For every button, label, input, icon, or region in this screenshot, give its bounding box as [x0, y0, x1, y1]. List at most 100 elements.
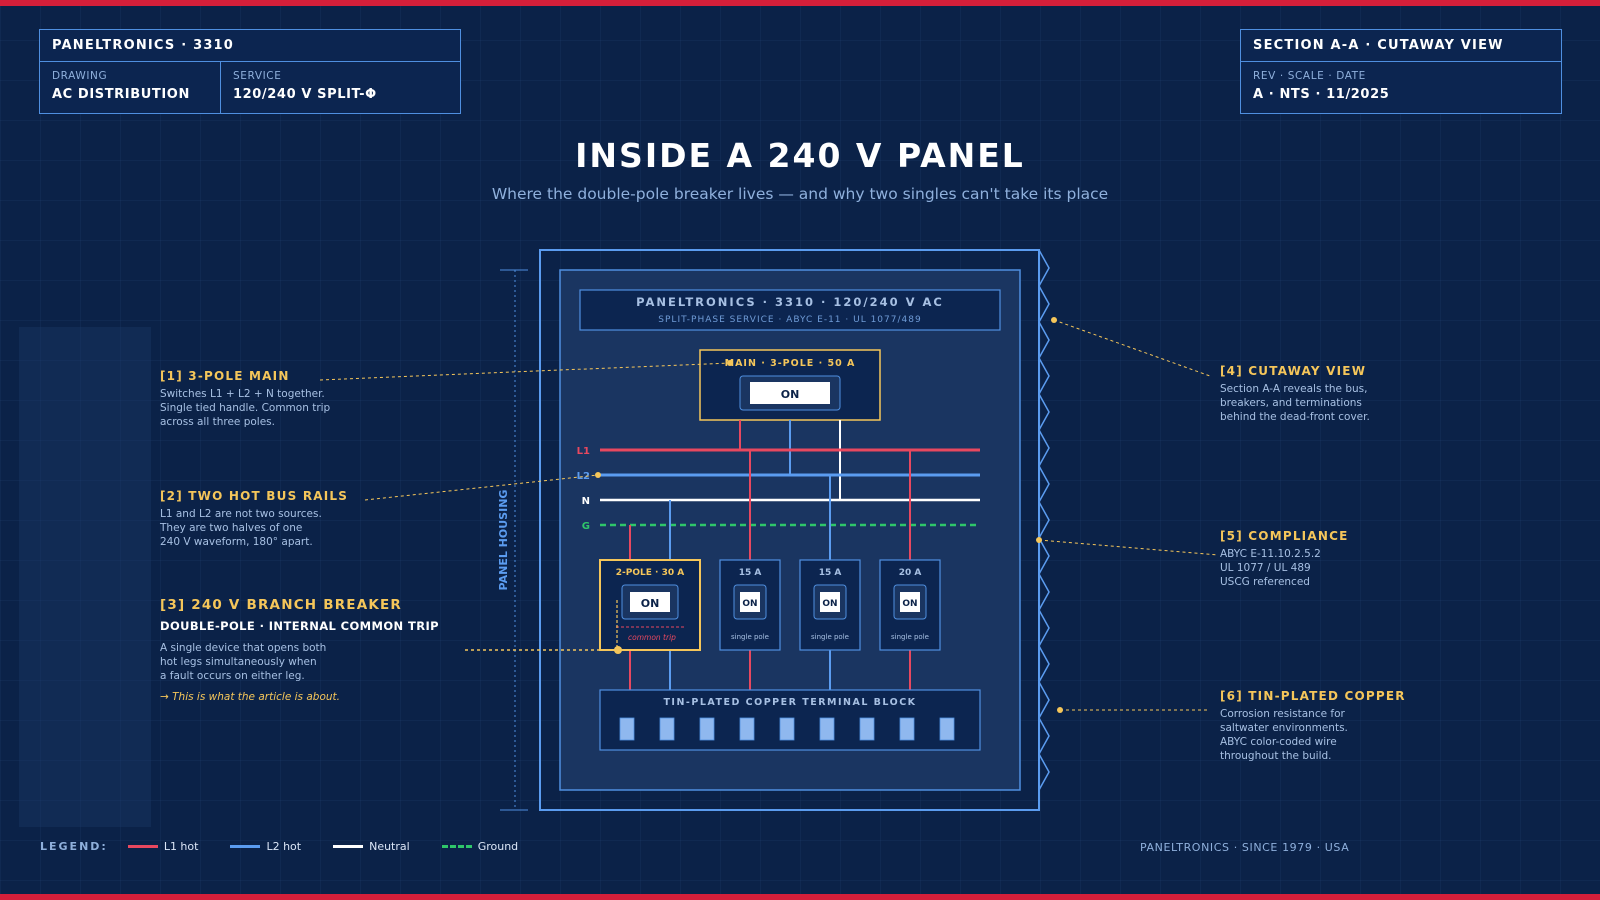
terminal-lug — [619, 717, 635, 741]
callout-5-body: ABYC E-11.10.2.5.2 UL 1077 / UL 489 USCG… — [1220, 547, 1349, 589]
panel-housing-label: PANEL HOUSING — [497, 490, 510, 591]
callout-4-body: Section A-A reveals the bus, breakers, a… — [1220, 382, 1370, 424]
branch-breaker-4[interactable]: 20 A ON single pole — [879, 559, 941, 651]
callout-1-line: Single tied handle. Common trip — [160, 402, 331, 414]
callout-compliance: [5] COMPLIANCE ABYC E-11.10.2.5.2 UL 107… — [1220, 529, 1349, 589]
leader-dots — [595, 317, 1063, 713]
branch-breaker-4-handle[interactable] — [900, 592, 920, 612]
branch-breaker-3-rating: 15 A — [819, 568, 842, 578]
drawing-cell: DRAWING AC DISTRIBUTION — [40, 62, 220, 113]
callout-3-title: [3] 240 V BRANCH BREAKER — [160, 597, 403, 613]
callout-6-line: throughout the build. — [1220, 750, 1332, 762]
callout-1-body: Switches L1 + L2 + N together. Single ti… — [160, 387, 330, 429]
callout-1-line: Switches L1 + L2 + N together. — [160, 388, 325, 400]
title-block-right-title: SECTION A-A · CUTAWAY VIEW — [1241, 30, 1561, 62]
main-breaker-handle[interactable] — [750, 382, 830, 404]
callout-1-title: [1] 3-POLE MAIN — [160, 369, 290, 383]
branch-breaker-2-handle[interactable] — [740, 592, 760, 612]
callout-6-title: [6] TIN-PLATED COPPER — [1220, 689, 1406, 703]
branch-breaker-3-handle[interactable] — [820, 592, 840, 612]
branch-breaker-2pole-note: common trip — [628, 633, 676, 642]
title-block-left-title: PANELTRONICS · 3310 — [40, 30, 460, 62]
terminal-lug — [819, 717, 835, 741]
leader-dot — [595, 472, 601, 478]
callout-2-line: 240 V waveform, 180° apart. — [160, 536, 313, 548]
service-value: 120/240 V SPLIT-Φ — [233, 87, 377, 102]
callout-2-title: [2] TWO HOT BUS RAILS — [160, 489, 349, 503]
callout-2-line: L1 and L2 are not two sources. — [160, 508, 322, 520]
branch-breaker-2pole-handle[interactable] — [630, 592, 670, 612]
drawing-label: DRAWING — [52, 70, 108, 82]
callout-3-line: A single device that opens both — [160, 642, 327, 654]
legend-text-ground: Ground — [477, 840, 519, 853]
rail-label-g: G — [582, 521, 590, 532]
terminal-lug — [739, 717, 755, 741]
callout-5-line: ABYC E-11.10.2.5.2 — [1220, 548, 1321, 560]
page-title: INSIDE A 240 V PANEL — [575, 136, 1025, 175]
terminal-lug — [899, 717, 915, 741]
rail-label-l1: L1 — [577, 446, 590, 457]
callout-tin-plated-copper: [6] TIN-PLATED COPPER Corrosion resistan… — [1220, 689, 1406, 763]
leader-lines — [319, 319, 1219, 711]
callout-3-subtitle: DOUBLE-POLE · INTERNAL COMMON TRIP — [160, 619, 439, 633]
callout-3-note: → This is what the article is about. — [160, 691, 340, 703]
terminal-block-label: TIN-PLATED COPPER TERMINAL BLOCK — [663, 697, 916, 708]
title-block-right: SECTION A-A · CUTAWAY VIEW REV · SCALE ·… — [1240, 29, 1562, 114]
callout-6-line: ABYC color-coded wire — [1220, 736, 1337, 748]
legend-item-l1: L1 hot — [127, 840, 199, 853]
branch-breaker-4-note: single pole — [891, 633, 929, 641]
nameplate — [579, 289, 1001, 331]
branch-breaker-2pole-state: ON — [641, 597, 660, 610]
callout-2-line: They are two halves of one — [160, 522, 303, 534]
leader-dot — [727, 360, 733, 366]
branch-breaker-2pole[interactable]: 2-POLE · 30 A ON common trip — [599, 559, 701, 651]
branch-breaker-4-rating: 20 A — [899, 568, 922, 578]
rev-label: REV · SCALE · DATE — [1253, 70, 1366, 82]
bottom-accent-bar — [0, 894, 1600, 900]
terminal-lug — [859, 717, 875, 741]
callout-5-title: [5] COMPLIANCE — [1220, 529, 1349, 543]
callout-cutaway-view: [4] CUTAWAY VIEW Section A-A reveals the… — [1220, 364, 1370, 424]
legend-text-l2: L2 hot — [266, 840, 302, 853]
branch-breaker-2[interactable]: 15 A ON single pole — [719, 559, 781, 651]
main-breaker-state: ON — [781, 388, 800, 401]
callout-5-line: USCG referenced — [1220, 576, 1310, 588]
branch-breaker-2-note: single pole — [731, 633, 769, 641]
top-accent-bar — [0, 0, 1600, 6]
leader-dot — [614, 646, 622, 654]
leader-dot — [1036, 537, 1042, 543]
callout-4-line: behind the dead-front cover. — [1220, 411, 1370, 423]
legend-text-l1: L1 hot — [163, 840, 199, 853]
callout-3-line: hot legs simultaneously when — [160, 656, 317, 668]
terminal-lug — [699, 717, 715, 741]
service-cell: SERVICE 120/240 V SPLIT-Φ — [220, 62, 389, 113]
callout-4-line: Section A-A reveals the bus, — [1220, 383, 1368, 395]
terminal-lug — [659, 717, 675, 741]
legend-swatch-l2 — [230, 845, 261, 848]
terminal-lug — [939, 717, 955, 741]
branch-breaker-3-state: ON — [822, 599, 837, 609]
main-breaker-label: MAIN · 3-POLE · 50 A — [725, 358, 856, 369]
leader-dot — [1051, 317, 1057, 323]
rev-cell: REV · SCALE · DATE A · NTS · 11/2025 — [1241, 62, 1401, 113]
branch-breaker-2-rating: 15 A — [739, 568, 762, 578]
service-label: SERVICE — [233, 70, 282, 82]
callout-6-line: saltwater environments. — [1220, 722, 1348, 734]
leader-5 — [1038, 539, 1219, 556]
branch-breaker-2-state: ON — [742, 599, 757, 609]
drawing-value: AC DISTRIBUTION — [52, 87, 190, 102]
terminal-lugs — [619, 717, 955, 741]
callout-6-body: Corrosion resistance for saltwater envir… — [1220, 707, 1406, 763]
branch-breaker-4-state: ON — [902, 599, 917, 609]
legend-swatch-neutral — [333, 845, 364, 848]
panel-housing-outline — [539, 249, 1040, 811]
rail-label-n: N — [582, 496, 590, 507]
nameplate-subtitle: SPLIT-PHASE SERVICE · ABYC E-11 · UL 107… — [658, 315, 921, 325]
legend-text-neutral: Neutral — [369, 840, 410, 853]
branch-breaker-3[interactable]: 15 A ON single pole — [799, 559, 861, 651]
callout-240v-branch-breaker: [3] 240 V BRANCH BREAKER DOUBLE-POLE · I… — [160, 597, 439, 703]
legend-swatch-l1 — [127, 845, 158, 848]
callout-two-hot-bus-rails: [2] TWO HOT BUS RAILS L1 and L2 are not … — [160, 489, 348, 549]
callout-3-line: a fault occurs on either leg. — [160, 670, 305, 682]
